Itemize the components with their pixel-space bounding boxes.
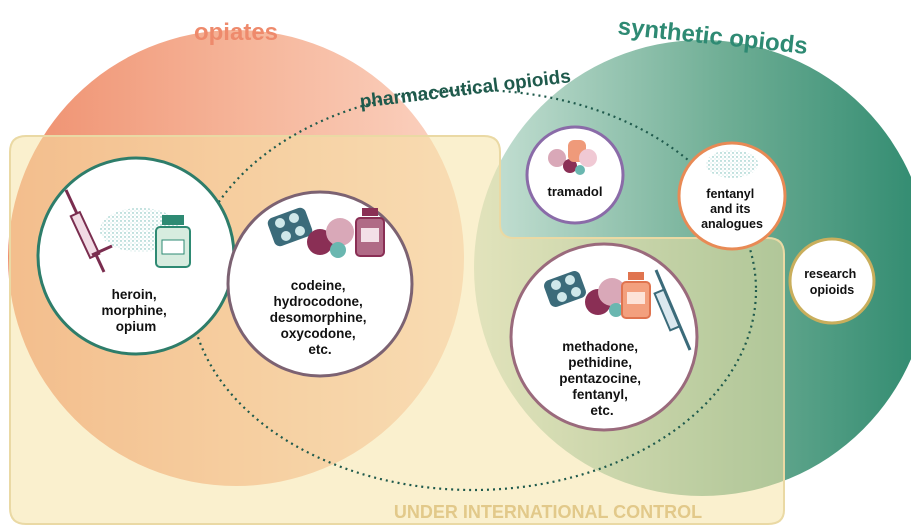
heroin-line-1: heroin, [112,287,157,302]
tramadol-label: tramadol [548,184,603,199]
powder-icon [706,150,758,178]
pill-icon [579,149,597,167]
research-line-2: opioids [810,283,854,297]
control-label: UNDER INTERNATIONAL CONTROL [394,502,702,522]
research-line-1: research [804,267,856,281]
fentanyl-line-1: fentanyl [706,187,754,201]
methadone-line-5: etc. [590,403,613,418]
pill-icon [563,159,577,173]
heroin-line-2: morphine, [101,303,166,318]
heroin-node: heroin, morphine, opium [36,156,236,356]
fentanyl-line-3: analogues [701,217,763,231]
pill-icon [575,165,585,175]
bottle-icon [355,208,385,257]
codeine-line-1: codeine, [291,278,346,293]
methadone-line-3: pentazocine, [559,371,641,386]
tramadol-node: tramadol [525,125,625,225]
codeine-line-5: etc. [308,342,331,357]
blister-pack-icon [544,271,586,307]
pill-icon [598,278,626,306]
svg-text:fentanyl and its a: fentanyl and its analogues [701,187,763,231]
pill-icon [548,149,566,167]
pharmaceutical-opioids-label: pharmaceutical opioids [359,66,572,113]
syringe-icon [653,269,692,351]
fentanyl-node: fentanyl and its analogues [677,141,787,251]
opiates-label: opiates [194,19,278,46]
methadone-line-2: pethidine, [568,355,632,370]
fentanyl-line-2: and its [710,202,750,216]
bottle-icon [621,272,651,319]
pill-icon [326,218,354,246]
svg-text:heroin, morphine,: heroin, morphine, opium [101,287,170,334]
codeine-node: codeine, hydrocodone, desomorphine, oxyc… [226,190,414,378]
codeine-line-3: desomorphine, [270,310,367,325]
svg-text:methadone, pethidine,: methadone, pethidine, pentazocine, fenta… [559,339,645,418]
pill-icon [330,242,346,258]
blister-pack-icon [267,207,313,247]
pill-icon [609,303,623,317]
methadone-node: methadone, pethidine, pentazocine, fenta… [509,242,699,432]
codeine-line-4: oxycodone, [281,326,356,341]
syringe-icon [64,189,113,273]
methadone-line-1: methadone, [562,339,638,354]
methadone-line-4: fentanyl, [572,387,628,402]
svg-text:research opioids: research opioids [804,267,860,297]
heroin-line-3: opium [116,319,157,334]
svg-text:codeine, hydrocodone,: codeine, hydrocodone, desomorphine, oxyc… [270,278,371,357]
codeine-line-2: hydrocodone, [273,294,362,309]
vial-icon [155,215,191,268]
research-node: research opioids [788,237,876,325]
